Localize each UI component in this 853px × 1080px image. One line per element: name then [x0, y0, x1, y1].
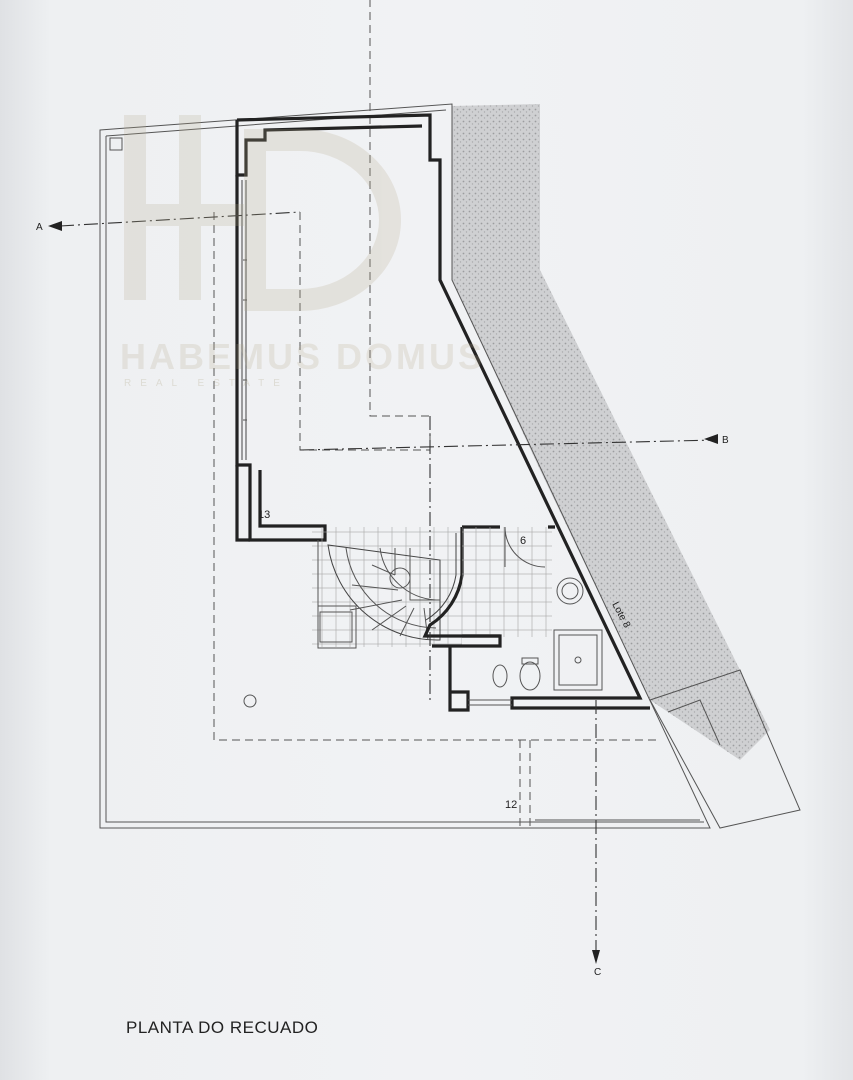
watermark-name: HABEMUS DOMUS — [120, 336, 486, 377]
terrace-boundary — [99, 103, 711, 829]
section-arrow-a-icon — [48, 221, 62, 231]
watermark-tagline: REAL ESTATE — [124, 378, 289, 389]
corner-post — [109, 137, 123, 151]
lower-floor-projection — [213, 212, 660, 741]
neighbor-hatch-area — [452, 104, 770, 760]
bidet-icon — [492, 664, 508, 688]
toilet-icon — [519, 661, 541, 691]
section-arrow-b-icon — [704, 434, 718, 444]
section-label-b: B — [722, 435, 729, 446]
section-label-c: C — [594, 967, 601, 978]
watermark-logo — [124, 115, 401, 311]
bathroom — [432, 525, 603, 712]
neighbor-lot-outline — [649, 669, 801, 829]
drawing-title: PLANTA DO RECUADO — [126, 1018, 319, 1037]
section-line-a — [59, 211, 301, 227]
room-number-12: 12 — [505, 799, 517, 811]
stair-hall — [312, 527, 462, 649]
drain-icon — [243, 694, 257, 708]
room-number-13: 13 — [258, 509, 270, 521]
shower-tray-icon — [553, 629, 603, 691]
section-arrow-c-icon — [592, 950, 600, 964]
room-number-6: 6 — [520, 535, 526, 547]
sink-icon — [556, 577, 584, 605]
section-label-a: A — [36, 222, 43, 233]
section-line-b — [299, 439, 716, 451]
